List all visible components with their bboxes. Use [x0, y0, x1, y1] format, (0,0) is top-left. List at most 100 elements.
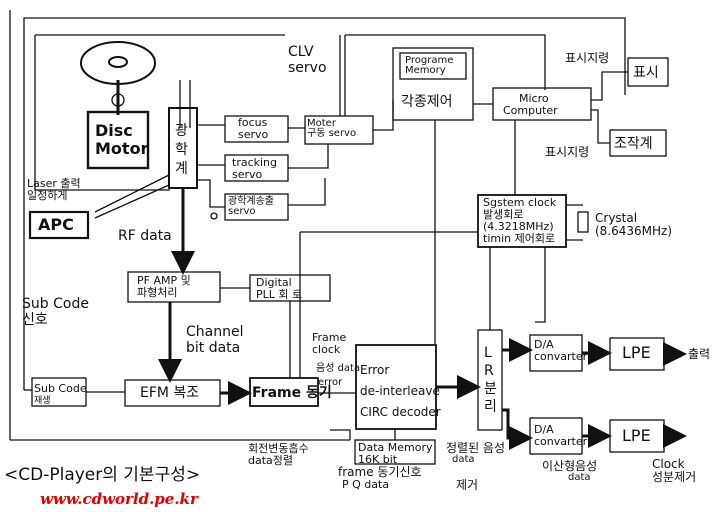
clv-servo-label: CLV servo: [288, 44, 327, 76]
frame-sync-removal-label: frame 동기신호 P Q data 제거: [338, 466, 478, 492]
disc-motor-line-1: Disc: [95, 121, 133, 140]
lr-split-box: [477, 329, 503, 431]
dac1-label: D/A convarter: [534, 339, 587, 363]
error-label: error: [318, 377, 343, 388]
laser-line-1: Laser 출력: [27, 177, 81, 190]
subcode-block-line-1: Sub Code: [34, 382, 87, 395]
dac1-line-1: D/A: [534, 338, 554, 351]
focus-servo-line-2: servo: [238, 128, 269, 141]
operation-label: 조작계: [614, 136, 653, 152]
program-memory-box: [399, 52, 467, 80]
discrete-sound-line-1: 이산형음성: [542, 459, 598, 473]
controller-motor-link: [373, 100, 394, 131]
disc-motor-label: Disc Motor: [95, 122, 148, 158]
feed-bus-line: [288, 178, 326, 206]
micro-computer-line-1: Micro: [519, 92, 549, 105]
optical-pickup-line-3: 계: [175, 161, 188, 177]
optical-pickup-line-2: 학: [175, 142, 188, 158]
website-url: www.cdworld.pe.kr: [40, 490, 198, 508]
lr-split-line-3: 분: [484, 381, 497, 397]
clock-generator-line-2: 발생회로: [483, 208, 524, 221]
discrete-sound-line-2: data: [568, 472, 591, 483]
rf-amp-line-1: PF AMP 및: [137, 274, 191, 287]
clock-generator-line-1: Sgstem clock: [483, 196, 557, 209]
aligned-sound-line-1: 정렬된 음성: [446, 441, 506, 455]
display-label: 표시: [633, 65, 659, 81]
digital-pll-line-2: PLL 회 로: [256, 288, 303, 301]
operation-signal-label: 표시지령: [545, 145, 590, 159]
frame-sync-label: Frame 동기: [252, 385, 332, 401]
crystal-label: Crystal (8.6436MHz): [595, 212, 672, 238]
disc-hole-icon: [108, 56, 128, 68]
display-signal-label: 표시지령: [565, 51, 610, 65]
frame-sync-removal-line-3: 제거: [456, 478, 479, 492]
sound-data-label: 음성 data: [316, 363, 361, 374]
focus-servo-label: focus servo: [238, 117, 268, 141]
rf-amp-line-2: 파형처리: [137, 286, 178, 299]
focus-servo-line-1: focus: [238, 116, 268, 129]
lpe1-label: LPE: [622, 343, 651, 362]
clock-to-dac-line: [535, 247, 546, 323]
clock-generator-label: Sgstem clock 발생회로 (4.3218MHz) timin 제어회로: [483, 197, 556, 245]
disc-icon: [80, 41, 156, 85]
clv-loop-line: [34, 35, 170, 191]
lr-split-line-4: 리: [484, 399, 497, 415]
program-memory-line-1: Programe: [405, 55, 454, 66]
feed-servo-line-1: 광학계송출: [228, 196, 274, 207]
feed-servo-line-2: servo: [228, 206, 256, 217]
crystal-line-1: Crystal: [595, 211, 638, 225]
laser-line-2: 일정하게: [27, 189, 68, 202]
pickup-feed-link: [197, 179, 225, 208]
rf-amp-label: PF AMP 및 파형처리: [137, 275, 191, 299]
clv-servo-line-2: servo: [288, 60, 327, 76]
ecc-line-1: Error: [360, 363, 390, 377]
lr-split-line-1: L: [484, 345, 492, 361]
output-label: 출력: [688, 347, 711, 361]
controller-label: 각종제어: [401, 94, 453, 110]
lr-dac2-arrow: [502, 408, 533, 450]
data-memory-label: Data Memory 16K bit: [358, 442, 433, 466]
frame-clock-line-2: clock: [312, 343, 341, 356]
dac2-line-1: D/A: [534, 423, 554, 436]
channel-bit-line-1: Channel: [186, 324, 244, 340]
crystal-line-2: (8.6436MHz): [595, 224, 673, 238]
clock-generator-box: [477, 194, 567, 248]
channel-bit-line-2: bit data: [186, 340, 241, 356]
tracking-bus-line: [288, 144, 329, 169]
subcode-signal-label: Sub Code 신호: [22, 296, 89, 328]
outer-loop-line: [23, 17, 626, 390]
frame-clock-label: Frame clock: [312, 332, 346, 356]
tracking-servo-line-1: tracking: [232, 156, 278, 169]
digital-pll-line-1: Digital: [256, 276, 292, 289]
motor-servo-label: Moter 구동 servo: [307, 119, 356, 139]
program-memory-label: Programe Memory: [405, 56, 453, 76]
optical-pickup-label: 광 학 계: [175, 122, 188, 179]
clock-generator-line-3: (4.3218MHz): [483, 220, 554, 233]
frame-clock-line-1: Frame: [312, 331, 347, 344]
rotation-absorb-line-2: data정렬: [248, 454, 294, 467]
digital-pll-label: Digital PLL 회 로: [256, 277, 302, 301]
rotation-absorb-label: 회전변동흡수 data정렬: [248, 443, 309, 467]
micro-computer-line-2: Computer: [503, 104, 558, 117]
efm-label: EFM 복조: [140, 385, 200, 401]
micro-operation-link: [591, 109, 610, 144]
data-memory-line-2: 16K bit: [358, 453, 398, 466]
controller-box: [392, 47, 474, 121]
channel-bit-label: Channel bit data: [186, 324, 243, 356]
aligned-sound-line-2: data: [452, 454, 475, 465]
clv-feed-line: [345, 34, 546, 90]
feed-servo-label: 광학계송출 servo: [228, 197, 274, 217]
dac1-line-2: convarter: [534, 350, 588, 363]
lpe2-label: LPE: [622, 426, 651, 445]
subcode-block-label: Sub Code 재생: [34, 383, 87, 407]
crystal-box: [577, 211, 589, 233]
program-memory-line-2: Memory: [405, 65, 446, 76]
motor-servo-line-2: 구동 servo: [307, 128, 357, 139]
clock-generator-line-4: timin 제어회로: [483, 232, 556, 245]
laser-control-line: [94, 174, 170, 213]
laser-label: Laser 출력 일정하게: [27, 178, 81, 202]
subcode-block-line-2: 재생: [34, 396, 51, 406]
focus-servo-box: [224, 115, 289, 143]
memory-feedback-line: [330, 429, 351, 440]
apc-label: APC: [38, 215, 74, 234]
